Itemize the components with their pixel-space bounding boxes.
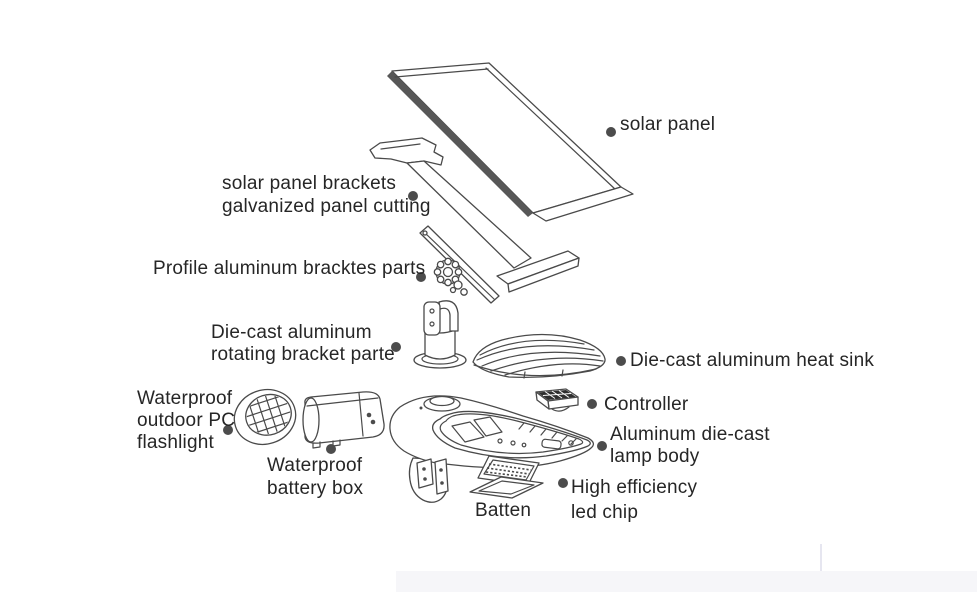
label-pc-flashlight-line2: outdoor PC	[137, 410, 236, 431]
profile-rail-drawing	[419, 225, 500, 304]
controller-drawing	[535, 388, 579, 412]
label-battery-box: Waterproof battery box	[267, 454, 363, 500]
label-panel-brackets-line2: galvanized panel cutting	[222, 196, 431, 217]
label-panel-brackets-line1: solar panel brackets	[222, 173, 397, 194]
label-profile-brackets: Profile aluminum bracktes parts	[153, 258, 426, 279]
led-chip-drawing	[477, 455, 540, 486]
footer-gray-band	[396, 571, 977, 592]
battery-box-drawing	[302, 391, 385, 449]
label-heat-sink: Die-cast aluminum heat sink	[630, 350, 875, 371]
label-led-chip-line1: High efficiency	[571, 477, 698, 498]
bullet-led-chip	[558, 478, 568, 488]
label-controller: Controller	[604, 394, 689, 415]
bullet-controller	[587, 399, 597, 409]
label-battery-box-line1: Waterproof	[267, 455, 363, 476]
label-pc-flashlight-line3: flashlight	[137, 432, 214, 453]
label-led-chip-line2: led chip	[571, 502, 639, 523]
bullet-profile-brackets	[416, 272, 426, 282]
footer-faint-line	[820, 544, 822, 571]
label-solar-panel: solar panel	[620, 114, 716, 135]
label-battery-box-line2: battery box	[267, 478, 364, 499]
label-lamp-body-line2: lamp body	[610, 446, 700, 467]
lamp-body-drawing	[389, 395, 595, 503]
bullet-pc-flashlight	[223, 425, 233, 435]
bullet-panel-brackets	[408, 191, 418, 201]
rotating-bracket-drawing	[413, 300, 467, 369]
bullet-heat-sink	[616, 356, 626, 366]
bullet-rotating-bracket	[391, 342, 401, 352]
label-lamp-body: Aluminum die-cast lamp body	[610, 424, 770, 468]
pc-flashlight-drawing	[233, 388, 297, 446]
label-pc-flashlight: Waterproof outdoor PC flashlight	[137, 388, 235, 454]
label-led-chip: High efficiency led chip	[571, 475, 697, 525]
bullet-lamp-body	[597, 441, 607, 451]
label-rotating-bracket-line1: Die-cast aluminum	[211, 322, 372, 343]
batten-drawing	[469, 476, 544, 499]
bullet-solar-panel	[606, 127, 616, 137]
label-panel-brackets: solar panel brackets galvanized panel cu…	[222, 172, 431, 218]
solar-panel-drawing	[387, 62, 634, 222]
label-lamp-body-line1: Aluminum die-cast	[610, 424, 770, 445]
bullet-battery-box	[326, 444, 336, 454]
heat-sink-drawing	[472, 333, 606, 379]
label-batten: Batten	[475, 500, 532, 521]
label-rotating-bracket-line2: rotating bracket parte	[211, 344, 395, 365]
panel-bracket-drawing	[369, 137, 580, 293]
label-pc-flashlight-line1: Waterproof	[137, 388, 233, 409]
label-rotating-bracket: Die-cast aluminum rotating bracket parte	[211, 322, 395, 366]
